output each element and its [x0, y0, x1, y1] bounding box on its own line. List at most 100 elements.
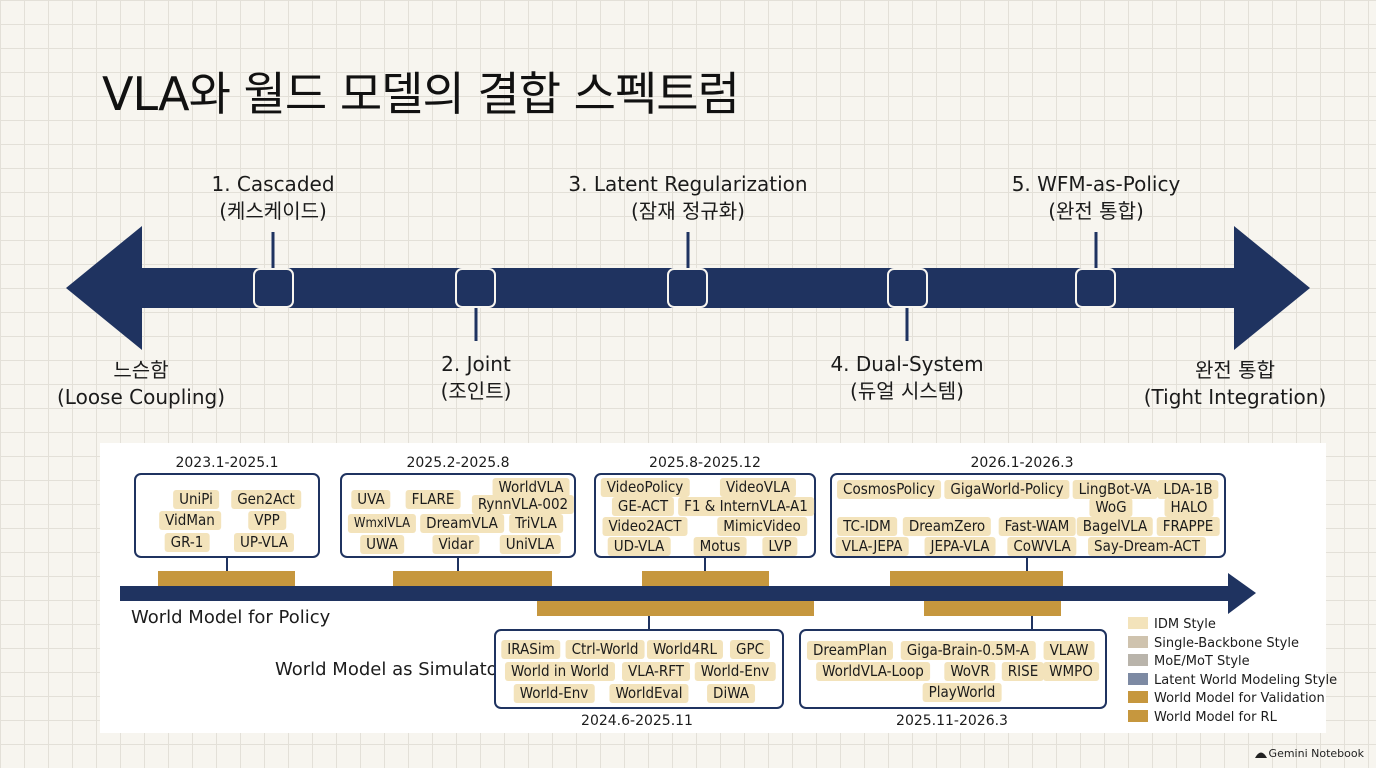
left-end-label: 느슨함 (Loose Coupling) — [57, 357, 225, 411]
model-chip: VLA-RFT — [622, 662, 690, 681]
policy-group-3-date: 2025.8-2025.12 — [649, 455, 761, 471]
model-chip: TC-IDM — [837, 517, 897, 536]
model-chip: JEPA-VLA — [924, 537, 996, 556]
legend-item: World Model for Validation — [1128, 690, 1337, 709]
model-chip: VidMan — [159, 511, 221, 530]
sim-group-2-date: 2025.11-2026.3 — [896, 713, 1008, 729]
legend-swatch — [1128, 635, 1148, 648]
sim-group-1-date: 2024.6-2025.11 — [581, 713, 693, 729]
model-chip: WorldVLA-Loop — [816, 662, 930, 681]
left-end-title: 느슨함 — [113, 358, 169, 382]
legend-label: MoE/MoT Style — [1154, 654, 1250, 669]
model-chip: Vidar — [432, 535, 480, 554]
sim-group-1: IRASim Ctrl-World World4RL GPC World in … — [494, 629, 784, 709]
policy-group-1: UniPi Gen2Act VidMan VPP GR-1 UP-VLA — [134, 473, 320, 558]
model-chip: IRASim — [501, 640, 561, 659]
stage-5-label: 5. WFM-as-Policy (완전 통합) — [1012, 171, 1181, 225]
legend-label: World Model for Validation — [1154, 691, 1325, 706]
model-chip: MimicVideo — [717, 517, 807, 536]
model-chip: World4RL — [646, 640, 724, 659]
legend-item: MoE/MoT Style — [1128, 653, 1337, 672]
model-chip: DreamPlan — [806, 641, 894, 660]
model-chip: DiWA — [707, 684, 755, 703]
sim-period-bar-1 — [537, 601, 814, 616]
policy-period-bar-4 — [890, 571, 1063, 586]
stage-2-marker — [455, 268, 496, 308]
stage-2-label: 2. Joint (조인트) — [441, 351, 512, 405]
model-chip: World-Env — [513, 684, 595, 703]
legend-item: Latent World Modeling Style — [1128, 672, 1337, 691]
legend-label: IDM Style — [1154, 617, 1216, 632]
legend-label: Latent World Modeling Style — [1154, 672, 1338, 688]
model-chip: FRAPPE — [1156, 517, 1220, 536]
stage-1-subtitle: (케스케이드) — [219, 199, 327, 223]
model-chip: DreamZero — [902, 517, 992, 536]
stage-2-title: 2. Joint — [441, 352, 511, 376]
model-chip: BagelVLA — [1076, 517, 1154, 536]
model-chip: GPC — [729, 640, 771, 659]
legend-label: World Model for RL — [1154, 709, 1277, 725]
model-chip: Gen2Act — [231, 490, 301, 509]
model-chip: WoVR — [944, 662, 996, 681]
legend-label: Single-Backbone Style — [1154, 635, 1299, 651]
policy-group-2-date: 2025.2-2025.8 — [406, 455, 510, 471]
model-chip: CoWVLA — [1007, 537, 1077, 556]
policy-group-4: CosmosPolicy GigaWorld-Policy LingBot-VA… — [830, 473, 1226, 558]
stage-4-title: 4. Dual-System — [830, 352, 984, 376]
policy-period-bar-3 — [642, 571, 769, 586]
model-chip: WoG — [1089, 498, 1133, 517]
policy-group-2: WorldVLA UVA FLARE RynnVLA-002 WmxIVLA D… — [340, 473, 576, 558]
brand-label: Gemini Notebook — [1268, 747, 1364, 760]
model-chip: F1 & InternVLA-A1 — [678, 497, 814, 516]
model-chip: WMPO — [1043, 662, 1099, 681]
model-chip: WorldVLA — [492, 478, 570, 497]
model-chip: UniPi — [173, 490, 219, 509]
policy-period-bar-1 — [158, 571, 295, 586]
model-chip: World-Env — [694, 662, 776, 681]
model-chip: GR-1 — [164, 533, 210, 552]
model-chip: VLAW — [1043, 641, 1095, 660]
policy-row-label: World Model for Policy — [131, 607, 331, 628]
stage-4-subtitle: (듀얼 시스템) — [850, 379, 964, 403]
page-title: VLA와 월드 모델의 결합 스펙트럼 — [102, 67, 740, 121]
model-chip: UniVLA — [499, 535, 561, 554]
model-chip: Giga-Brain-0.5M-A — [900, 641, 1036, 660]
model-chip: VideoVLA — [719, 478, 797, 497]
right-end-label: 완전 통합 (Tight Integration) — [1144, 357, 1327, 411]
stage-5-title: 5. WFM-as-Policy — [1011, 172, 1181, 196]
model-chip: WmxIVLA — [347, 514, 417, 533]
model-chip: DreamVLA — [420, 514, 504, 533]
timeline-arrow — [120, 573, 1256, 614]
simulator-row-label: World Model as Simulator — [275, 659, 506, 680]
right-end-title: 완전 통합 — [1195, 358, 1275, 382]
legend-swatch — [1128, 672, 1148, 685]
stage-1-label: 1. Cascaded (케스케이드) — [211, 171, 334, 225]
model-chip: UVA — [351, 490, 391, 509]
model-chip: HALO — [1164, 498, 1214, 517]
model-chip: TriVLA — [509, 514, 563, 533]
stage-2-subtitle: (조인트) — [440, 379, 512, 403]
brand-watermark: Gemini Notebook — [1254, 747, 1364, 760]
legend-swatch — [1128, 617, 1148, 629]
model-chip: FLARE — [405, 490, 461, 509]
policy-group-3: VideoPolicy VideoVLA GE-ACT F1 & InternV… — [594, 473, 816, 558]
stage-3-title: 3. Latent Regularization — [568, 172, 808, 196]
stage-3-label: 3. Latent Regularization (잠재 정규화) — [568, 171, 807, 225]
policy-group-1-date: 2023.1-2025.1 — [175, 455, 279, 471]
model-chip: RISE — [1001, 662, 1045, 681]
policy-group-4-date: 2026.1-2026.3 — [970, 455, 1074, 471]
model-chip: GigaWorld-Policy — [944, 480, 1070, 499]
model-chip: Motus — [693, 537, 747, 556]
model-chip: VLA-JEPA — [835, 537, 909, 556]
stage-1-title: 1. Cascaded — [211, 172, 335, 196]
stage-1-marker — [253, 268, 294, 308]
model-chip: World in World — [504, 662, 616, 681]
model-chip: LVP — [762, 537, 798, 556]
model-chip: VideoPolicy — [600, 478, 690, 497]
model-chip: UWA — [360, 535, 404, 554]
model-chip: CosmosPolicy — [837, 480, 941, 499]
stage-4-label: 4. Dual-System (듀얼 시스템) — [830, 351, 983, 405]
stage-4-marker — [887, 268, 928, 308]
sim-group-2: DreamPlan Giga-Brain-0.5M-A VLAW WorldVL… — [799, 629, 1107, 709]
